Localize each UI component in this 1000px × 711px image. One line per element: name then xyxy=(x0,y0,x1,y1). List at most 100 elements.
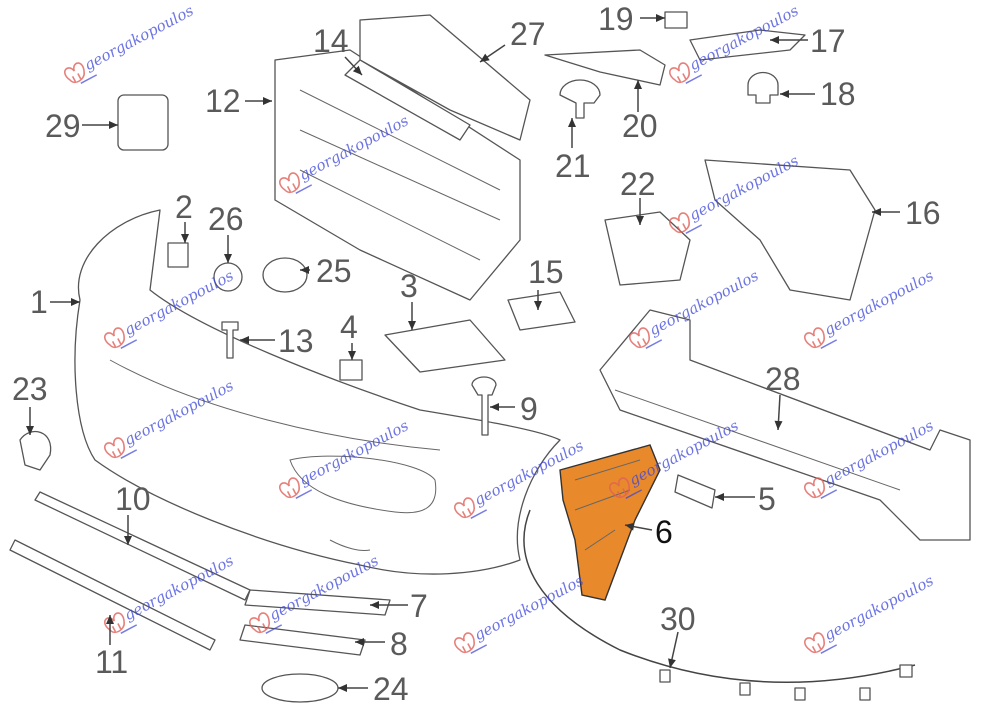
arrowhead-icon xyxy=(780,90,789,98)
callout-27[interactable]: 27 xyxy=(479,16,546,63)
callout-13[interactable]: 13 xyxy=(240,323,314,359)
part-number-label: 24 xyxy=(373,671,409,707)
part-6-highlighted[interactable] xyxy=(559,444,661,601)
part-number-label: 2 xyxy=(175,189,193,225)
callout-5[interactable]: 5 xyxy=(715,481,776,517)
arrowhead-icon xyxy=(490,403,499,411)
part-number-label: 11 xyxy=(95,644,128,680)
watermark-logo-icon xyxy=(669,62,690,84)
watermark-logo-icon xyxy=(454,497,475,519)
callout-15[interactable]: 15 xyxy=(528,254,564,310)
callout-17[interactable]: 17 xyxy=(770,23,846,59)
callout-4[interactable]: 4 xyxy=(340,309,358,360)
watermark: georgakopoulos xyxy=(454,571,587,654)
callout-6[interactable]: 6 xyxy=(624,514,673,550)
part-number-label: 17 xyxy=(810,23,846,59)
arrowhead-icon xyxy=(338,684,347,692)
part-number-label: 19 xyxy=(598,1,634,37)
callout-23[interactable]: 23 xyxy=(12,371,48,435)
arrowhead-icon xyxy=(124,536,132,545)
arrowhead-icon xyxy=(224,254,232,263)
callout-7[interactable]: 7 xyxy=(370,588,428,624)
callout-29[interactable]: 29 xyxy=(45,108,118,144)
callout-24[interactable]: 24 xyxy=(338,671,409,707)
callout-14[interactable]: 14 xyxy=(313,23,363,76)
arrowhead-icon xyxy=(240,336,249,344)
part-number-label: 26 xyxy=(208,201,244,237)
arrowhead-icon xyxy=(355,638,364,646)
arrowhead-icon xyxy=(625,522,635,531)
part-number-label: 29 xyxy=(45,108,81,144)
watermark-logo-icon xyxy=(454,632,475,654)
arrowhead-icon xyxy=(770,36,779,44)
part-bumper-cover[interactable] xyxy=(74,209,561,575)
arrowhead-icon xyxy=(715,493,724,501)
watermark-logo-icon xyxy=(279,172,300,194)
watermark-logo-icon xyxy=(804,477,825,499)
part-number-label: 4 xyxy=(340,309,358,345)
part-number-label: 3 xyxy=(400,268,418,304)
watermark-text: georgakopoulos xyxy=(81,1,197,74)
arrowhead-icon xyxy=(71,298,80,306)
arrowhead-icon xyxy=(636,216,644,225)
callout-22[interactable]: 22 xyxy=(620,166,656,225)
arrowhead-icon xyxy=(668,658,676,668)
part-number-label: 25 xyxy=(316,253,352,289)
callout-3[interactable]: 3 xyxy=(400,268,418,330)
callout-19[interactable]: 19 xyxy=(598,1,665,37)
watermark-logo-icon xyxy=(629,327,650,349)
callout-20[interactable]: 20 xyxy=(622,80,658,144)
watermark-logo-icon xyxy=(804,327,825,349)
arrowhead-icon xyxy=(656,14,665,22)
arrowhead-icon xyxy=(568,118,576,127)
part-number-label: 7 xyxy=(410,588,428,624)
part-number-label: 6 xyxy=(655,514,673,550)
part-number-label: 28 xyxy=(765,361,801,397)
arrowhead-icon xyxy=(352,65,362,75)
callout-8[interactable]: 8 xyxy=(355,626,408,662)
part-number-label: 10 xyxy=(115,481,151,517)
part-number-label: 5 xyxy=(758,481,776,517)
part-number-label: 9 xyxy=(520,391,538,427)
callout-9[interactable]: 9 xyxy=(490,391,538,427)
watermark-logo-icon xyxy=(104,437,125,459)
part-number-label: 8 xyxy=(390,626,408,662)
part-number-label: 21 xyxy=(555,148,591,184)
arrowhead-icon xyxy=(408,321,416,330)
arrowhead-icon xyxy=(181,234,189,243)
callout-25[interactable]: 25 xyxy=(300,253,352,289)
arrowhead-icon xyxy=(774,420,783,430)
callout-26[interactable]: 26 xyxy=(208,201,244,263)
parts-drawing xyxy=(9,11,971,703)
callout-28[interactable]: 28 xyxy=(765,361,801,431)
watermark-logo-icon xyxy=(104,612,125,634)
part-number-label: 13 xyxy=(278,323,314,359)
watermark: georgakopoulos xyxy=(804,571,937,654)
callout-21[interactable]: 21 xyxy=(555,118,591,184)
arrowhead-icon xyxy=(370,601,379,609)
callout-30[interactable]: 30 xyxy=(660,601,696,669)
callout-11[interactable]: 11 xyxy=(95,615,128,680)
watermark-logo-icon xyxy=(279,477,300,499)
callout-10[interactable]: 10 xyxy=(115,481,151,545)
part-number-label: 20 xyxy=(622,108,658,144)
part-number-label: 16 xyxy=(905,195,941,231)
part-number-label: 23 xyxy=(12,371,48,407)
arrowhead-icon xyxy=(872,208,881,216)
callout-18[interactable]: 18 xyxy=(780,76,856,112)
arrowhead-icon xyxy=(300,266,309,274)
part-number-label: 12 xyxy=(205,83,241,119)
callout-16[interactable]: 16 xyxy=(872,195,941,231)
callout-12[interactable]: 12 xyxy=(205,83,272,119)
part-number-label: 1 xyxy=(30,284,48,320)
watermark-text: georgakopoulos xyxy=(821,571,937,644)
part-number-label: 14 xyxy=(313,23,349,59)
callout-2[interactable]: 2 xyxy=(175,189,193,243)
arrowhead-icon xyxy=(26,426,34,435)
watermark-logo-icon xyxy=(104,327,125,349)
part-number-label: 22 xyxy=(620,166,656,202)
callout-1[interactable]: 1 xyxy=(30,284,80,320)
part-number-label: 27 xyxy=(510,16,546,52)
part-number-label: 30 xyxy=(660,601,696,637)
